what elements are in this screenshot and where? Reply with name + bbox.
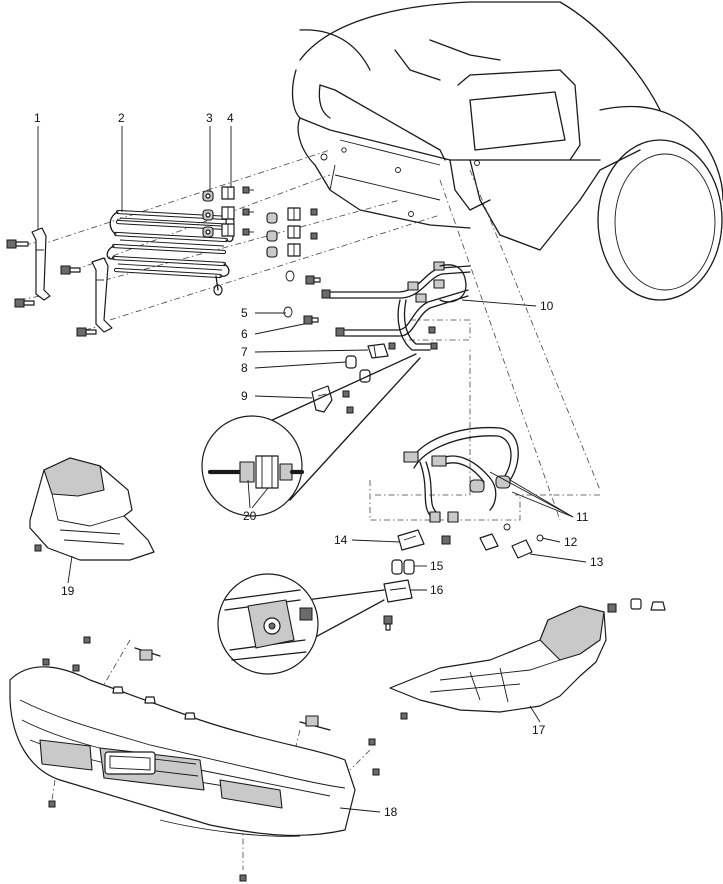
callout-4: 4 [227, 111, 234, 125]
oil-cooler-hoses-upper [321, 261, 471, 351]
callout-8: 8 [241, 361, 248, 375]
callout-2: 2 [118, 111, 125, 125]
callout-15: 15 [430, 559, 444, 573]
callout-20: 20 [243, 509, 257, 523]
callout-19: 19 [61, 584, 75, 598]
callout-5: 5 [241, 306, 248, 320]
callout-3: 3 [206, 111, 213, 125]
engine-under-cover-right [389, 598, 666, 720]
callout-13: 13 [590, 555, 604, 569]
callout-9: 9 [241, 389, 248, 403]
callout-11: 11 [576, 510, 589, 524]
front-bumper [9, 636, 380, 882]
engine-under-cover-left [29, 457, 155, 561]
oring-and-union-bolts [283, 270, 321, 325]
clamp-group [202, 186, 318, 258]
callout-16: 16 [430, 583, 444, 597]
callout-10: 10 [540, 299, 554, 313]
callout-14: 14 [334, 533, 348, 547]
front-wheel [597, 105, 723, 301]
hose-clamp-parts [311, 342, 396, 414]
bolt-group-left [6, 239, 97, 337]
oil-cooler-coils [106, 209, 235, 296]
oil-cooler-hoses-lower [403, 426, 544, 559]
detail-circle-hose-fitting [201, 353, 421, 517]
callout-6: 6 [241, 327, 248, 341]
bracket-left-upper [31, 227, 51, 301]
leader-lines [37, 126, 587, 813]
bracket-left-lower [91, 257, 113, 333]
callout-18: 18 [384, 805, 398, 819]
detail-circle-bracket [217, 573, 385, 675]
callout-12: 12 [564, 535, 578, 549]
callout-7: 7 [241, 345, 248, 359]
vehicle-front-body [291, 1, 661, 251]
hose-bracket-parts [383, 529, 451, 631]
callout-labels: 1 2 3 4 5 6 7 8 9 10 11 12 13 14 15 16 1… [34, 111, 604, 819]
callout-1: 1 [34, 111, 41, 125]
callout-17: 17 [532, 723, 546, 737]
